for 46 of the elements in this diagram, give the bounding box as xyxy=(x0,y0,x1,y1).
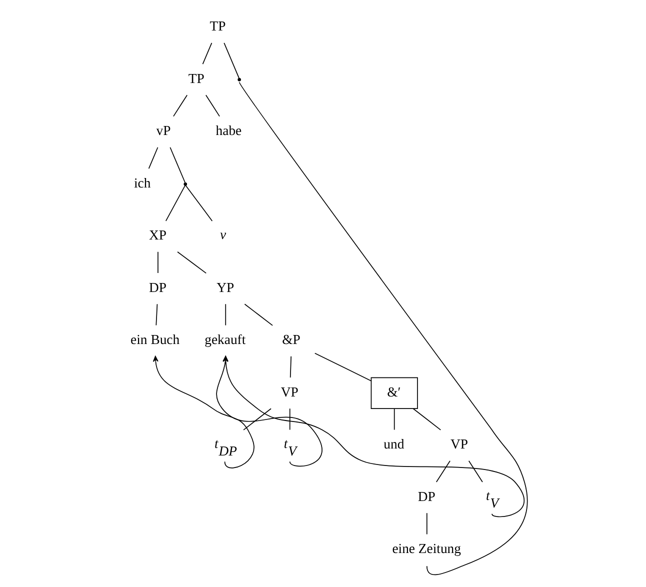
arrow xyxy=(152,356,254,468)
node-text: DP xyxy=(417,488,435,504)
connector xyxy=(242,408,271,430)
node-text: eine Zeitung xyxy=(392,541,461,556)
connector xyxy=(169,146,186,184)
node-text: &P xyxy=(282,332,300,348)
connector xyxy=(435,460,450,482)
connector xyxy=(176,251,206,274)
node-text: YP xyxy=(216,280,234,295)
connector xyxy=(164,185,185,222)
connector xyxy=(238,82,528,576)
connector xyxy=(184,185,212,222)
node-text: VP xyxy=(280,384,298,400)
node-text: VP xyxy=(450,436,468,452)
node-text: DP xyxy=(148,280,166,295)
connector xyxy=(393,408,394,430)
node-text: und xyxy=(383,436,404,452)
connector xyxy=(172,94,188,117)
node-text: ein Buch xyxy=(130,332,180,348)
node-point xyxy=(183,182,187,186)
connector xyxy=(224,304,226,326)
connector xyxy=(155,304,158,326)
connector xyxy=(205,94,220,117)
node-text: TP xyxy=(209,18,226,34)
node-text: ich xyxy=(133,175,150,190)
node-text: habe xyxy=(215,123,242,138)
connector xyxy=(289,356,291,378)
connector xyxy=(314,352,372,382)
connector xyxy=(244,304,272,326)
node-point xyxy=(237,78,240,82)
connector xyxy=(468,460,482,482)
node-text: TP xyxy=(188,70,204,86)
connector xyxy=(148,146,158,169)
connector xyxy=(412,408,441,430)
node-text: v xyxy=(220,226,226,242)
connector xyxy=(202,42,212,64)
node-box: &′ xyxy=(370,377,418,409)
node-text: vP xyxy=(156,123,170,138)
connector xyxy=(223,42,240,79)
node-text: XP xyxy=(148,228,166,243)
connector xyxy=(157,251,158,274)
node-text: gekauft xyxy=(204,332,246,348)
connector xyxy=(426,512,427,535)
connector xyxy=(288,408,290,430)
arrow xyxy=(222,356,524,518)
arrow xyxy=(216,356,322,466)
